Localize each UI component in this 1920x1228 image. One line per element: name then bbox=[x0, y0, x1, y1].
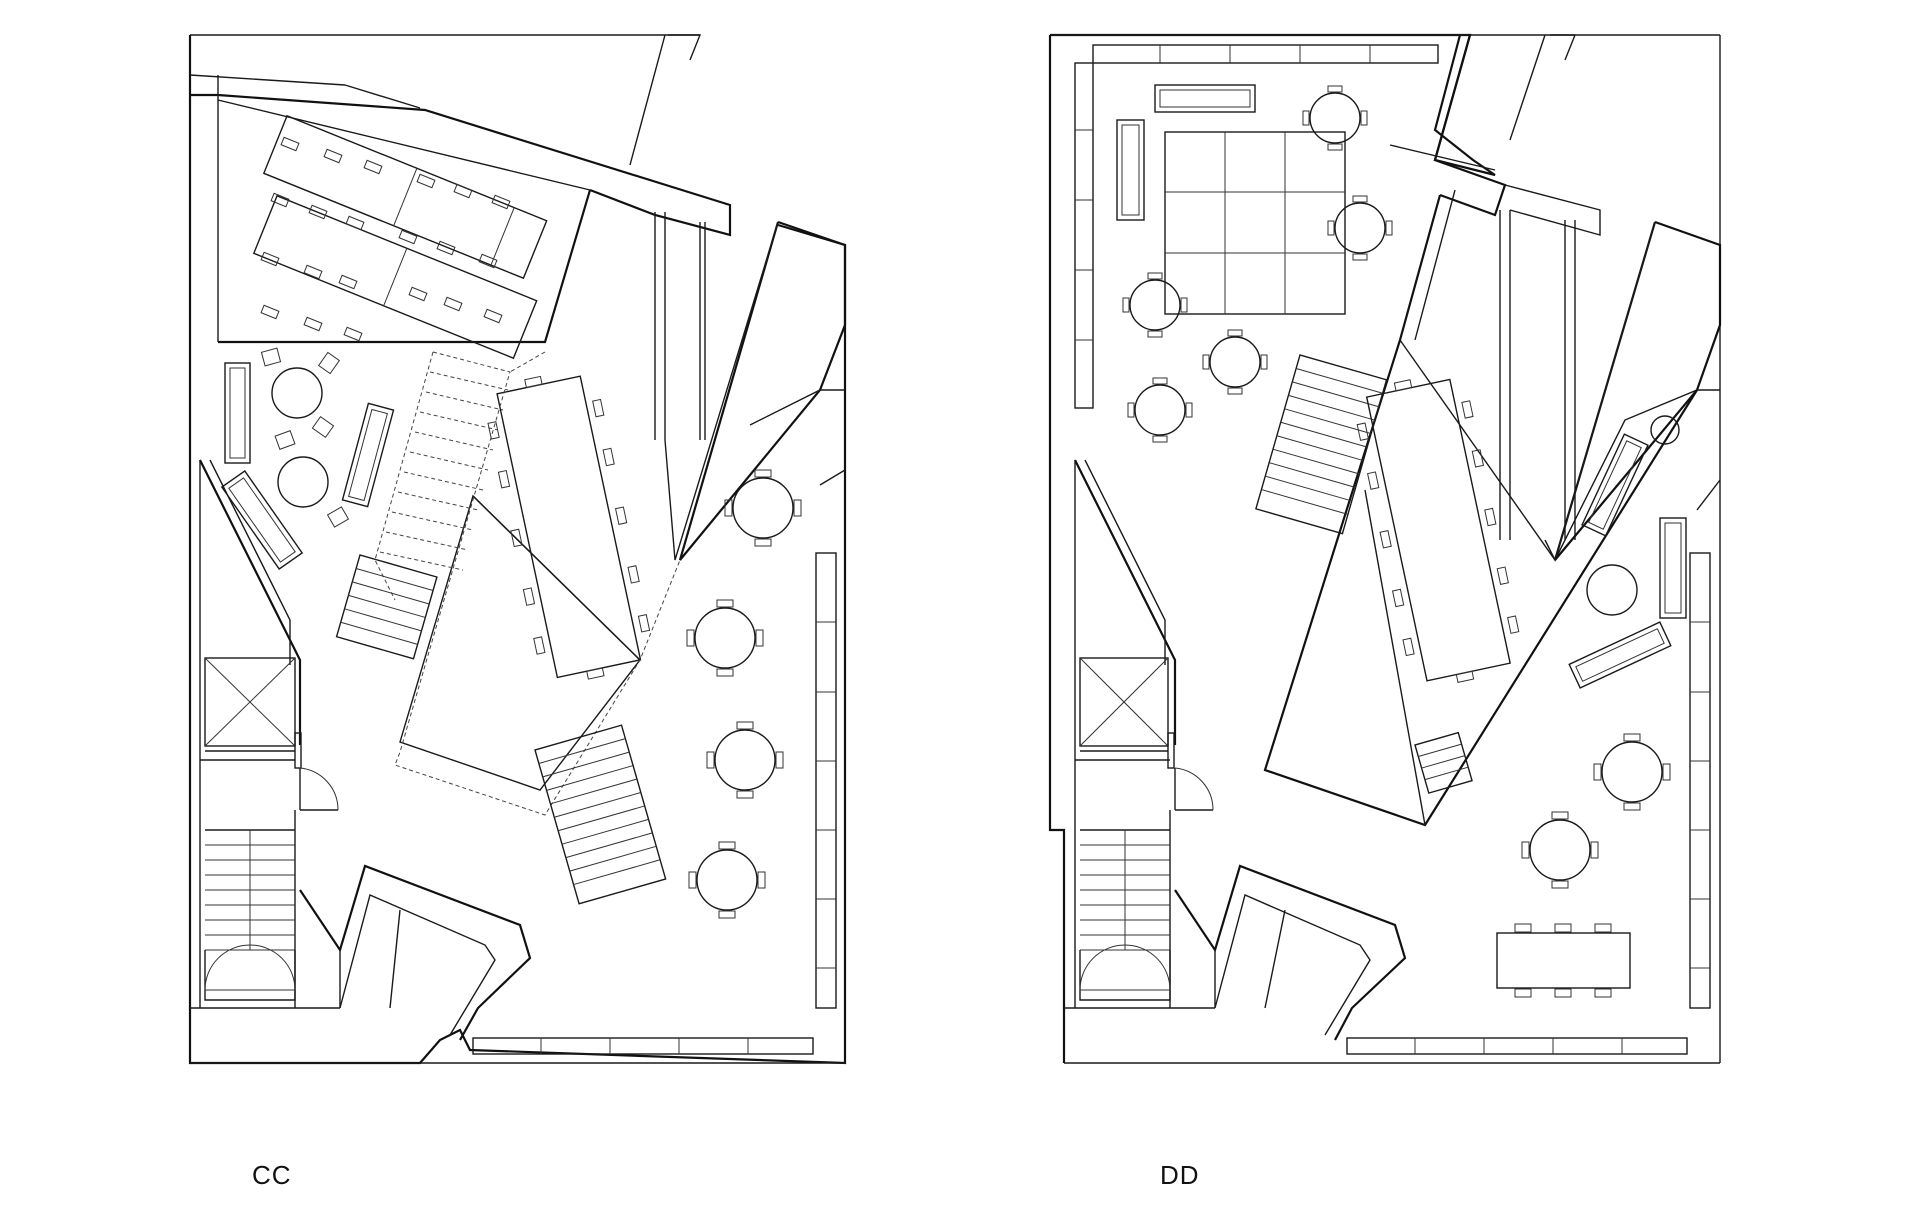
plan-cc bbox=[188, 34, 847, 1065]
plan-dd bbox=[1048, 33, 1722, 1064]
plan-label-dd: DD bbox=[1160, 1160, 1200, 1190]
plan-label-cc: CC bbox=[252, 1160, 292, 1190]
